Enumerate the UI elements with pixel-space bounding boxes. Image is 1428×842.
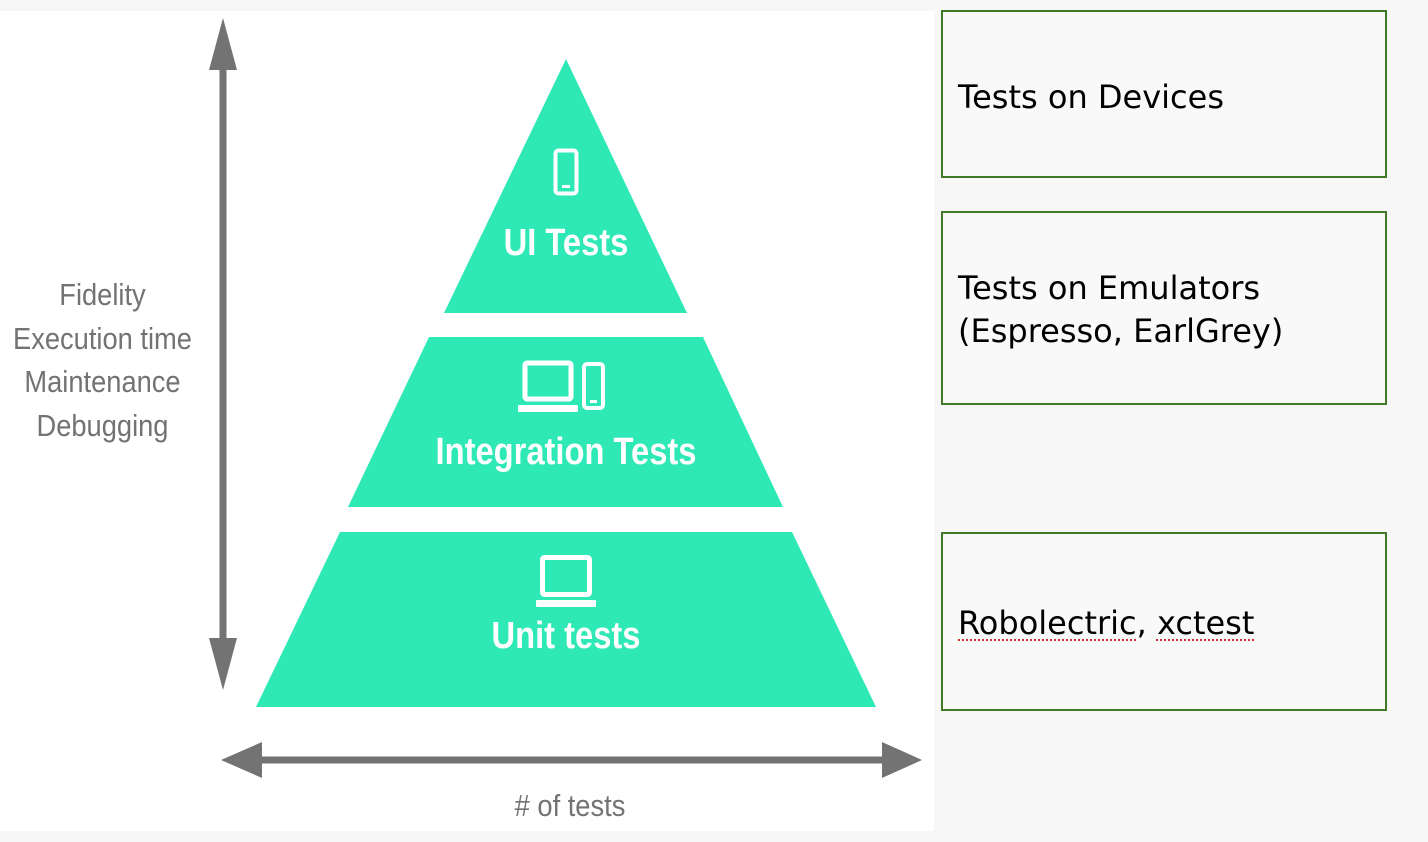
tier-label-integration-tests: Integration Tests	[435, 431, 697, 473]
horizontal-axis-label: # of tests	[514, 788, 626, 823]
laptop-icon	[536, 555, 596, 607]
smartphone-icon	[553, 148, 579, 196]
tier-label-unit-tests: Unit tests	[491, 615, 641, 657]
vertical-double-arrow	[209, 18, 237, 690]
pyramid-tier-unit	[256, 532, 876, 707]
pyramid-tier-integration	[348, 337, 783, 507]
axis-label-fidelity: Fidelity	[59, 277, 146, 312]
note-unit-word-robolectric: Robolectric	[958, 604, 1137, 642]
laptop-and-phone-icon	[518, 360, 605, 412]
axis-label-debugging: Debugging	[36, 407, 169, 443]
vertical-axis-labels: Fidelity Execution time Maintenance Debu…	[12, 273, 192, 447]
note-unit-separator: ,	[1136, 604, 1157, 642]
horizontal-double-arrow	[221, 742, 922, 778]
note-emulators-line2: (Espresso, EarlGrey)	[958, 312, 1284, 350]
note-unit-word-xctest: xctest	[1156, 604, 1255, 642]
note-emulators-line1: Tests on Emulators	[958, 269, 1261, 307]
test-pyramid-diagram	[209, 18, 922, 778]
note-box-emulators: Tests on Emulators (Espresso, EarlGrey)	[941, 211, 1387, 405]
axis-label-execution-time: Execution time	[13, 320, 192, 356]
note-box-unit: Robolectric, xctest	[941, 532, 1387, 711]
axis-label-maintenance: Maintenance	[24, 364, 181, 399]
tier-label-ui-tests: UI Tests	[503, 222, 629, 264]
note-box-devices: Tests on Devices	[941, 10, 1387, 178]
note-unit-text: Robolectric, xctest	[958, 602, 1385, 645]
note-devices-text: Tests on Devices	[958, 78, 1224, 116]
